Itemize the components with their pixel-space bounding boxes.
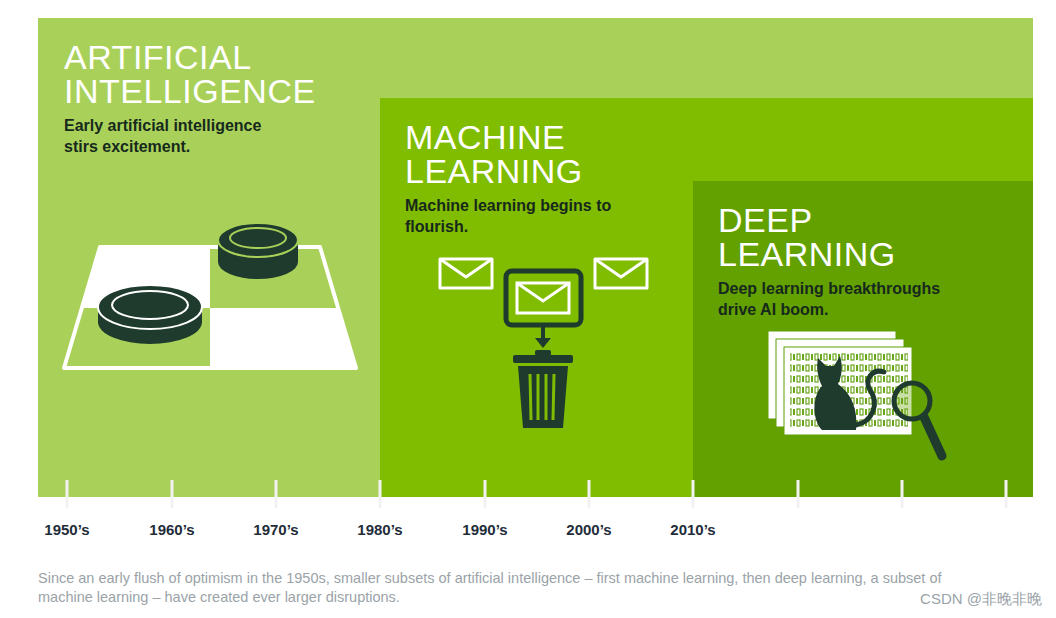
dl-band: DEEP LEARNING Deep learning breakthroughs… xyxy=(693,181,1033,497)
timeline-label: 1960’s xyxy=(149,521,194,538)
timeline-label: 1970’s xyxy=(253,521,298,538)
ai-band: ARTIFICIAL INTELLIGENCE Early artificial … xyxy=(38,18,1033,497)
timeline-label: 2000’s xyxy=(566,521,611,538)
band-heading: MACHINE LEARNING xyxy=(405,120,610,188)
timeline-label: 1980’s xyxy=(357,521,402,538)
band-description: Machine learning begins to flourish. xyxy=(405,196,615,238)
band-heading: ARTIFICIAL INTELLIGENCE xyxy=(64,40,324,108)
band-description: Deep learning breakthroughs drive AI boo… xyxy=(718,279,973,321)
timeline-label: 1990’s xyxy=(462,521,507,538)
band-heading: DEEP LEARNING xyxy=(718,203,918,271)
band-description: Early artificial intelligence stirs exci… xyxy=(64,116,296,158)
caption: Since an early flush of optimism in the … xyxy=(38,569,968,607)
timeline-label: 2010’s xyxy=(670,521,715,538)
ml-band: MACHINE LEARNING Machine learning begins … xyxy=(380,98,1033,497)
watermark: CSDN @非晚非晚 xyxy=(920,590,1042,609)
timeline-label: 1950’s xyxy=(44,521,89,538)
